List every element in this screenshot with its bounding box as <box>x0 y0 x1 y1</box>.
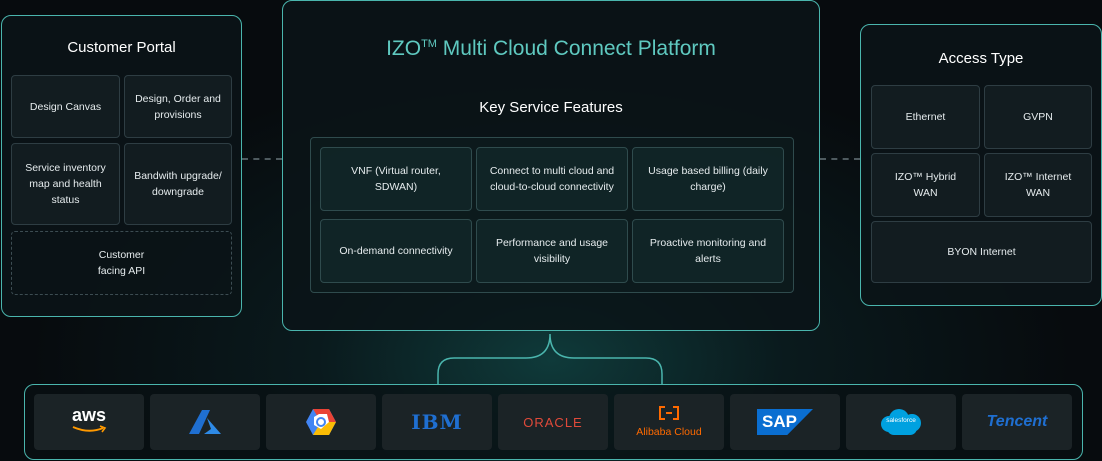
salesforce-cloud-icon: salesforce <box>879 407 923 437</box>
alibaba-logo-text: Alibaba Cloud <box>636 426 702 438</box>
portal-connector-line <box>242 158 282 160</box>
gvpn-item: GVPN <box>984 85 1092 149</box>
byon-internet-item: BYON Internet <box>871 221 1092 283</box>
customer-portal-panel: Customer Portal Design Canvas Design, Or… <box>1 15 242 317</box>
google-cloud-icon <box>306 409 336 435</box>
salesforce-logo-text: salesforce <box>886 417 916 424</box>
feature-billing: Usage based billing (daily charge) <box>632 147 784 211</box>
customer-api-item: Customer facing API <box>11 231 232 295</box>
ibm-logo-text: IBM <box>411 410 463 434</box>
design-order-item: Design, Order and provisions <box>124 75 232 138</box>
sap-logo: SAP <box>730 394 840 450</box>
ibm-logo: IBM <box>382 394 492 450</box>
oracle-logo-text: ORACLE <box>523 414 583 430</box>
key-features-subtitle: Key Service Features <box>479 99 623 116</box>
azure-logo <box>150 394 260 450</box>
sap-logo-badge: SAP <box>757 409 813 435</box>
google-cloud-logo <box>266 394 376 450</box>
aws-logo-text: aws <box>71 405 107 425</box>
platform-title-izo: IZO <box>386 37 422 60</box>
feature-multicloud: Connect to multi cloud and cloud-to-clou… <box>476 147 628 211</box>
service-inventory-item: Service inventory map and health status <box>11 143 120 225</box>
tencent-logo: Tencent <box>962 394 1072 450</box>
platform-title-tm: TM <box>421 38 437 50</box>
salesforce-logo: salesforce <box>846 394 956 450</box>
brace-connector <box>437 333 663 384</box>
bandwidth-item: Bandwith upgrade/ downgrade <box>124 143 232 225</box>
access-type-title: Access Type <box>938 50 1024 67</box>
platform-panel: IZOTM Multi Cloud Connect Platform Key S… <box>282 0 820 331</box>
tencent-logo-text: Tencent <box>986 413 1048 430</box>
alibaba-cloud-logo: Alibaba Cloud <box>614 394 724 450</box>
access-type-panel: Access Type Ethernet GVPN IZO™ Hybrid WA… <box>860 24 1102 306</box>
alibaba-icon <box>658 406 679 420</box>
oracle-logo: ORACLE <box>498 394 608 450</box>
aws-smile-icon <box>72 425 107 433</box>
azure-icon <box>189 410 221 434</box>
platform-title-rest: Multi Cloud Connect Platform <box>436 37 716 60</box>
design-canvas-item: Design Canvas <box>11 75 120 138</box>
customer-portal-title: Customer Portal <box>67 39 176 56</box>
features-container: VNF (Virtual router, SDWAN) Connect to m… <box>310 137 794 293</box>
feature-performance: Performance and usage visibility <box>476 219 628 283</box>
feature-vnf: VNF (Virtual router, SDWAN) <box>320 147 472 211</box>
internet-wan-item: IZO™ Internet WAN <box>984 153 1092 217</box>
ethernet-item: Ethernet <box>871 85 980 149</box>
hybrid-wan-item: IZO™ Hybrid WAN <box>871 153 980 217</box>
platform-title: IZOTM Multi Cloud Connect Platform <box>283 37 819 61</box>
access-connector-line <box>820 158 860 160</box>
aws-logo: aws <box>34 394 144 450</box>
feature-on-demand: On-demand connectivity <box>320 219 472 283</box>
feature-monitoring: Proactive monitoring and alerts <box>632 219 784 283</box>
sap-logo-text: SAP <box>762 412 797 431</box>
